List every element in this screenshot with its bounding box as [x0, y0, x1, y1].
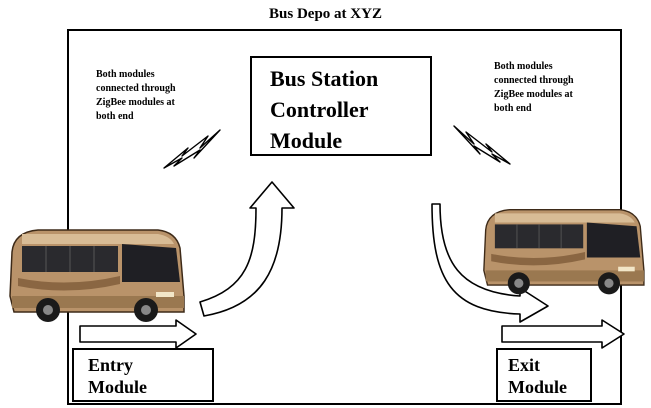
entry-module-label-line: Entry — [88, 355, 133, 375]
exit-module: Exit Module — [496, 348, 592, 402]
note-line: ZigBee modules at — [96, 97, 175, 108]
note-line: Both modules — [96, 69, 155, 80]
exit-module-label-line: Module — [508, 377, 568, 397]
depot-title: Bus Depo at XYZ — [269, 6, 382, 22]
arrow-icon — [501, 319, 625, 349]
note-line: ZigBee modules at — [494, 89, 573, 100]
entry-module-label-line: Module — [88, 377, 148, 397]
lightning-bolt-icon — [163, 129, 221, 169]
note-line: both end — [96, 111, 134, 122]
left-connection-note: Both modules connected through ZigBee mo… — [96, 68, 176, 124]
note-line: connected through — [96, 83, 176, 94]
arrow-icon — [199, 181, 295, 317]
bus-icon — [9, 229, 185, 323]
lightning-bolt-icon — [453, 125, 511, 165]
note-line: Both modules — [494, 61, 553, 72]
controller-label-line: Bus Station — [270, 66, 379, 91]
note-line: both end — [494, 103, 532, 114]
right-connection-note: Both modules connected through ZigBee mo… — [494, 60, 574, 116]
arrow-icon — [431, 203, 549, 323]
bus-icon — [483, 208, 645, 296]
controller-label-line: Module — [270, 128, 343, 153]
arrow-icon — [79, 319, 197, 349]
exit-module-label-line: Exit — [508, 355, 541, 375]
controller-label-line: Controller — [270, 97, 369, 122]
note-line: connected through — [494, 75, 574, 86]
entry-module: Entry Module — [72, 348, 214, 402]
bus-station-controller-module: Bus Station Controller Module — [250, 56, 432, 156]
